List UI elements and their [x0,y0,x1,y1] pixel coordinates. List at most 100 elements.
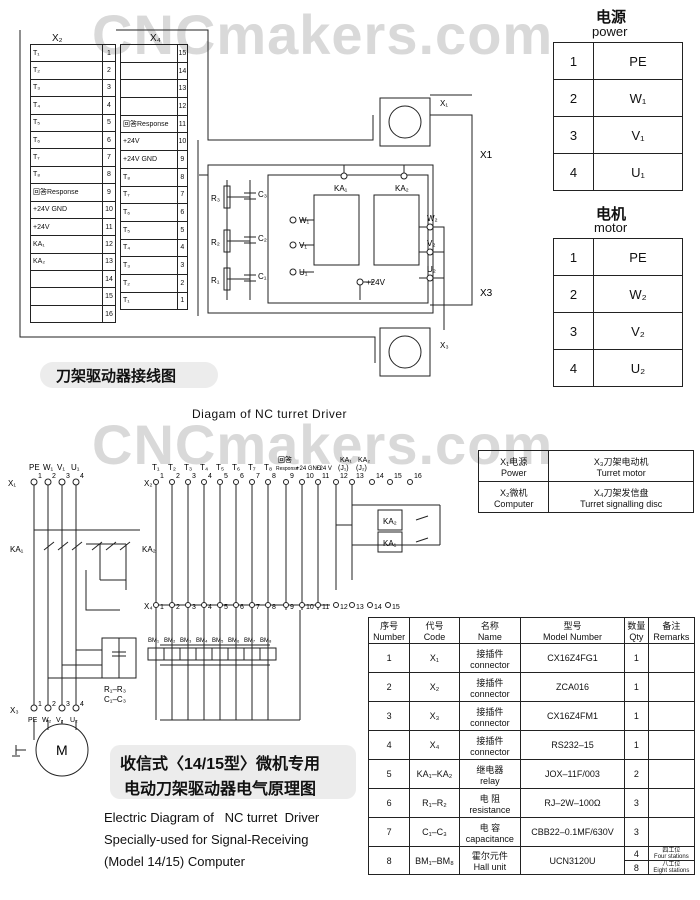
top-caption-cn: 刀架驱动器接线图 [56,368,177,385]
x2-pin-terminal [283,479,289,485]
legend-cn: X₄刀架发信盘 [593,487,649,498]
parts-no: 2 [367,672,411,702]
bottom-x4: X₄ [144,602,153,611]
x4-cell: +24V GND [120,150,178,169]
bottom-title-en2: Specially-used for Signal-Receiving [104,832,309,847]
parts-name-cn: 接插件 [476,677,504,688]
parts-code: X₁ [409,643,460,673]
parts-header-en: Qty [629,632,644,642]
gnd-label: +24 GND [296,466,322,472]
x4-pin-terminal [169,602,175,608]
bottom-x3: X₃ [10,706,19,715]
remark-cn: 八工位 [662,861,681,868]
x4-pin: 8 [272,604,276,611]
x2-row: 14 [30,270,117,289]
top-u1: U₁ [299,268,308,277]
parts-model: RS232–15 [519,730,626,760]
x4-cell [120,44,178,63]
parts-header-cn: 备注 [662,621,681,631]
x2-pin: 1 [160,473,164,480]
power-label: PE [29,463,40,472]
x4-cell: 7 [176,185,189,205]
parts-name-en: Hall unit [473,862,507,872]
j-label: (J₂) [356,465,367,472]
v24-label: +24 V [316,466,332,472]
power-table-cell: U₁ [592,153,684,191]
x4-pin-terminal [233,602,239,608]
x2-cell: 10 [101,200,117,219]
parts-header-en: Name [477,632,502,642]
parts-model: JOX–11F/003 [519,759,626,789]
parts-header-en: Model Number [542,632,602,642]
top-v1: V₁ [299,241,307,250]
motor-table-cell: U₂ [592,349,684,387]
parts-code: KA₁–KA₂ [409,759,460,789]
parts-header-cn: 代号 [425,621,444,631]
t-label: T₂ [168,463,176,472]
x4-cell: 9 [176,150,189,169]
power-table-cell: 3 [553,116,594,154]
relay-ka1: KA₁ [383,539,397,548]
parts-code: X₃ [409,701,460,731]
top-u2: U₂ [427,265,436,274]
parts-name-cn: 电 阻 [479,793,501,804]
x4-pin-terminal [385,602,391,608]
x2-pin-terminal [249,479,255,485]
x4-label: X₄ [150,33,161,44]
x4-cell [120,61,178,81]
parts-no: 7 [367,817,411,847]
x2-cell: 7 [101,148,117,167]
x2-label: X₂ [52,33,63,44]
x4-pin: 12 [340,604,348,611]
x2-pin-terminal [387,479,393,485]
parts-name-en: connector [470,659,510,670]
parts-name-cn: 接插件 [476,706,504,717]
motor-table-cell: 3 [553,312,594,350]
x2-cell: 9 [101,183,117,202]
top-c1: C₁ [258,272,267,281]
x4-pin: 15 [392,604,400,611]
top-wiring-diagram: X₁ X₃ X1 X3 KA₁ KA₂ R₃ R₂ R₁ C₃ C₂ C₁ W₁… [19,29,493,377]
power-label: W₁ [43,463,54,472]
x2-pin-terminal [349,479,355,485]
bm-label: BM₈ [260,638,272,644]
x4-cell: 6 [176,203,189,222]
ka-top-label: KA₂ [358,457,370,464]
t-label: T₃ [184,463,192,472]
x4-row: 13 [120,79,189,99]
motor-label: U₂ [70,717,78,724]
x4-cell: T₇ [120,185,178,205]
x4-pin: 10 [306,604,314,611]
x4-cell: +24V [120,132,178,152]
x2-pin: 10 [306,473,314,480]
x2-cell: 3 [101,78,117,98]
rc-note1: R₁–R₃ [104,685,126,694]
motor-table-cell: PE [592,238,684,276]
legend-cn: X₃刀架电动机 [593,456,649,467]
parts-name-en: connector [470,688,510,699]
x2-pin: 14 [376,473,384,480]
legend-en: Turret motor [596,467,646,478]
parts-remark [647,817,696,847]
x4-pin: 1 [160,604,164,611]
x4-pin-terminal [283,602,289,608]
